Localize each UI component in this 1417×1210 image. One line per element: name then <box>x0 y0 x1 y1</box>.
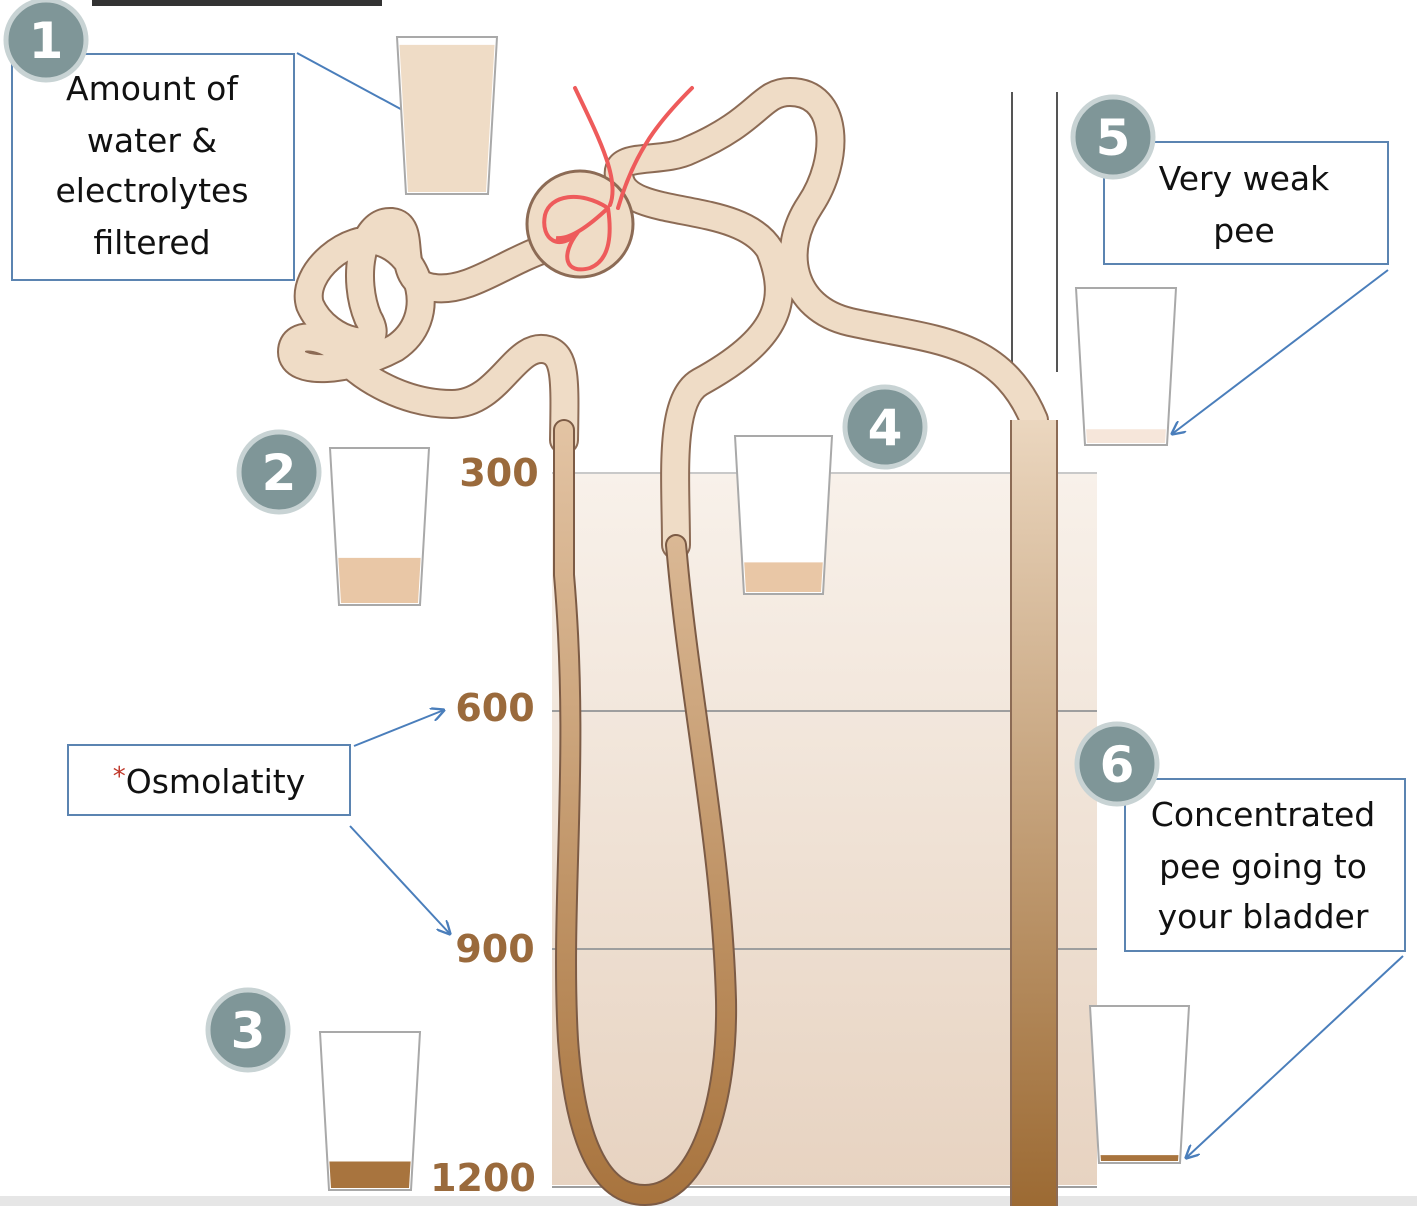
step-4-number: 4 <box>868 399 903 457</box>
step-6-text-line-1: Concentrated <box>1151 795 1375 834</box>
step-6-number: 6 <box>1100 736 1135 794</box>
osmolality-label-text: *Osmolatity <box>113 762 305 801</box>
bottom-bar <box>0 1196 1417 1206</box>
step-1: Amount of water & electrolytes filtered … <box>6 0 497 280</box>
cup-body <box>1076 288 1176 445</box>
step-5-text-line-1: Very weak <box>1159 159 1330 198</box>
step-5-text-line-2: pee <box>1213 211 1275 250</box>
cup-liquid <box>399 45 494 192</box>
step-3: 3 <box>208 990 420 1190</box>
step-6: Concentrated pee going to your bladder 6 <box>1077 724 1405 1163</box>
cup-liquid <box>1101 1155 1179 1161</box>
step-2-number: 2 <box>262 444 297 502</box>
step-1-number: 1 <box>29 12 64 70</box>
step-2-cup <box>330 448 429 605</box>
osmolality-arrow-down <box>350 826 450 934</box>
osmolality-level-300: 300 <box>459 451 538 495</box>
step-6-arrow <box>1186 956 1403 1158</box>
cup-liquid <box>744 562 823 592</box>
step-1-text-line-2: water & <box>87 121 217 160</box>
step-5-number: 5 <box>1096 109 1131 167</box>
cup-liquid <box>329 1162 410 1188</box>
cup-liquid <box>1086 429 1166 443</box>
osmolality-scale: 300 600 900 1200 <box>430 451 539 1200</box>
step-6-text-line-3: your bladder <box>1158 897 1369 936</box>
cup-body <box>1090 1006 1189 1163</box>
osmolality-asterisk: * <box>113 762 126 792</box>
osmolality-level-600: 600 <box>455 686 534 730</box>
step-6-text-line-2: pee going to <box>1159 847 1367 886</box>
step-1-text-line-3: electrolytes <box>55 171 248 210</box>
step-5: Very weak pee 5 <box>1073 97 1388 445</box>
step-1-text-line-4: filtered <box>93 223 210 262</box>
osmolality-label: Osmolatity <box>126 762 305 801</box>
proximal-convoluted-tubule <box>292 222 564 440</box>
step-5-cup <box>1076 288 1176 445</box>
cropped-heading-fragment <box>92 0 382 6</box>
osmolality-level-900: 900 <box>455 927 534 971</box>
osmolality-arrow-up <box>354 710 444 746</box>
osmolality-level-1200: 1200 <box>430 1156 536 1200</box>
osmolality-legend: *Osmolatity <box>68 710 450 934</box>
step-1-text-line-1: Amount of <box>66 69 239 108</box>
cup-liquid <box>338 558 420 603</box>
step-3-cup <box>320 1032 420 1190</box>
step-1-cup <box>397 37 497 194</box>
glomerulus <box>527 88 692 277</box>
step-5-arrow <box>1172 270 1388 434</box>
step-3-number: 3 <box>231 1002 266 1060</box>
step-2: 2 <box>239 432 429 605</box>
step-6-cup <box>1090 1006 1189 1163</box>
step-4-cup <box>735 436 832 594</box>
